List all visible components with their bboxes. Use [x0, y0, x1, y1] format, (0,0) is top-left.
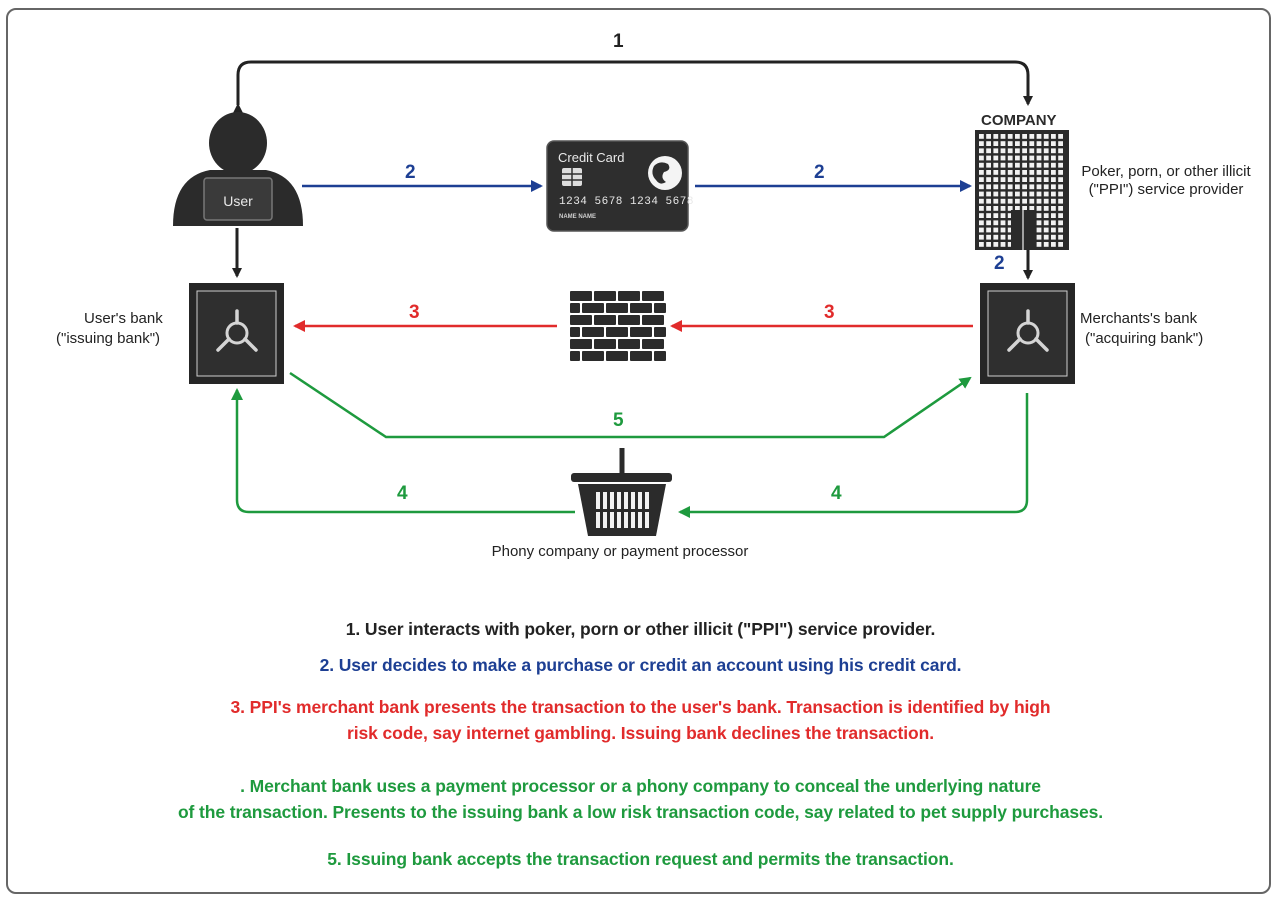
- brick-wall-icon: [569, 290, 667, 362]
- company-building-label: COMPANY: [981, 112, 1057, 129]
- note-3-line-2: risk code, say internet gambling. Issuin…: [347, 723, 934, 743]
- card-title: Credit Card: [558, 150, 625, 165]
- safe-icon-users-bank: [189, 283, 284, 384]
- safe-icon-merchants-bank: [980, 283, 1075, 384]
- card-number: 1234 5678 1234 5678: [559, 196, 694, 208]
- card-holder: NAME NAME: [559, 214, 596, 220]
- step-label-3-left: 3: [409, 302, 420, 323]
- company-caption: Poker, porn, or other illicit ("PPI") se…: [1081, 163, 1251, 198]
- note-3-line-1: 3. PPI's merchant bank presents the tran…: [230, 697, 1051, 717]
- user-screen-label: User: [223, 193, 253, 209]
- credit-card-icon: [546, 140, 689, 232]
- note-4-line-2: of the transaction. Presents to the issu…: [177, 802, 1104, 822]
- arrow-step5: [289, 371, 972, 439]
- building-icon: [975, 130, 1069, 250]
- note-2: 2. User decides to make a purchase or cr…: [319, 655, 962, 675]
- diagram-frame: [6, 8, 1271, 894]
- step-label-2-company-bank: 2: [994, 253, 1005, 274]
- user-icon: [173, 112, 303, 226]
- arrow-step1: [233, 60, 1033, 113]
- arrow-processor-to-users-bank: [231, 388, 575, 514]
- users-bank-caption-1: User's bank: [84, 310, 163, 327]
- step-label-2-user-card: 2: [405, 162, 416, 183]
- merchants-bank-caption-2: ("acquiring bank"): [1085, 330, 1204, 347]
- step-label-2-card-company: 2: [814, 162, 825, 183]
- arrow-merchant-bank-to-processor: [678, 393, 1029, 518]
- users-bank-caption-2: ("issuing bank"): [56, 330, 161, 347]
- step-label-5: 5: [613, 410, 624, 431]
- note-1: 1. User interacts with poker, porn or ot…: [345, 619, 936, 639]
- step-label-1: 1: [613, 31, 624, 52]
- basket-icon: [571, 448, 672, 536]
- step-label-4-left: 4: [397, 483, 408, 504]
- note-5: 5. Issuing bank accepts the transaction …: [327, 849, 954, 869]
- note-4-line-1: . Merchant bank uses a payment processor…: [240, 776, 1041, 796]
- merchants-bank-caption-1: Merchants's bank: [1080, 310, 1198, 327]
- step-label-4-right: 4: [831, 483, 842, 504]
- step-label-3-right: 3: [824, 302, 835, 323]
- processor-caption: Phony company or payment processor: [491, 543, 749, 560]
